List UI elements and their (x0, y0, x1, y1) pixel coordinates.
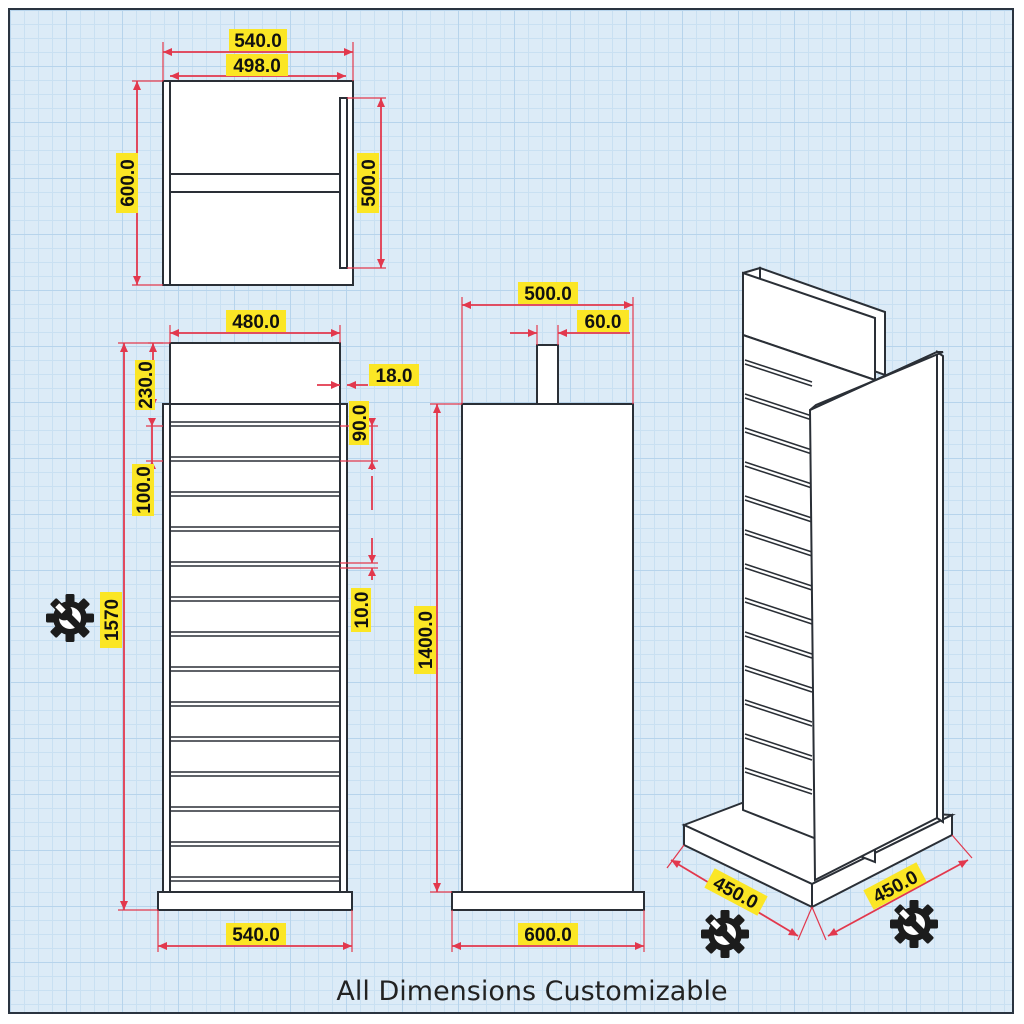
svg-text:500.0: 500.0 (359, 159, 380, 207)
svg-text:600.0: 600.0 (524, 925, 572, 946)
iso-slat-groove (744, 533, 813, 557)
caption: All Dimensions Customizable (336, 976, 727, 1007)
isometric-view: 450.0 450.0 (666, 266, 973, 958)
wrench-gear-icon (890, 900, 938, 948)
svg-text:540.0: 540.0 (232, 925, 280, 946)
iso-slat-groove (744, 665, 813, 689)
svg-text:1570: 1570 (102, 599, 123, 641)
dim-front-panel-thickness: 18.0 (369, 364, 419, 387)
iso-slat-groove (744, 461, 813, 485)
iso-slat-groove (744, 669, 813, 693)
iso-slat-groove (744, 703, 813, 727)
wrench-gear-icon (46, 594, 94, 642)
iso-slat-groove (744, 601, 813, 625)
svg-text:100.0: 100.0 (134, 466, 155, 514)
dim-side-base-width: 600.0 (518, 923, 578, 946)
svg-text:540.0: 540.0 (234, 31, 282, 52)
dim-front-slat-gap: 10.0 (351, 588, 373, 632)
iso-slat-groove (744, 359, 813, 383)
dim-front-header-height: 230.0 (135, 360, 157, 410)
iso-slat-groove (744, 363, 813, 387)
iso-slat-groove (744, 431, 813, 455)
front-slats (170, 421, 340, 882)
wrench-gear-icon (701, 910, 749, 958)
dim-front-slat-gap-top: 100.0 (132, 464, 155, 516)
iso-slat-groove (744, 499, 813, 523)
svg-text:1400.0: 1400.0 (416, 611, 437, 669)
iso-slat-groove (744, 631, 813, 655)
dim-side-width: 500.0 (518, 282, 578, 305)
svg-text:230.0: 230.0 (136, 361, 157, 409)
front-view: 480.0 18.0 230.0 100.0 (46, 310, 419, 952)
iso-slat-groove (744, 397, 813, 421)
iso-slat-groove (744, 737, 813, 761)
dim-top-panel-depth: 500.0 (357, 153, 380, 213)
iso-slat-groove (744, 495, 813, 519)
dim-front-header-width: 480.0 (226, 310, 286, 333)
svg-text:480.0: 480.0 (232, 312, 280, 333)
iso-slat-groove (744, 563, 813, 587)
iso-slat-groove (744, 567, 813, 591)
dim-front-slat-pitch: 90.0 (349, 401, 371, 445)
iso-slat-groove (744, 699, 813, 723)
svg-text:600.0: 600.0 (118, 159, 139, 207)
iso-slats (744, 359, 813, 795)
iso-slat-groove (744, 733, 813, 757)
svg-text:90.0: 90.0 (350, 405, 371, 442)
top-view: 540.0 498.0 600.0 500.0 (116, 29, 386, 286)
iso-slat-groove (744, 427, 813, 451)
iso-slat-groove (744, 465, 813, 489)
svg-text:500.0: 500.0 (524, 284, 572, 305)
iso-slat-groove (744, 529, 813, 553)
dim-top-width-inner: 498.0 (226, 54, 288, 77)
iso-slat-groove (744, 767, 813, 791)
svg-text:60.0: 60.0 (585, 312, 622, 333)
svg-text:18.0: 18.0 (376, 366, 413, 387)
iso-slat-groove (744, 597, 813, 621)
dim-front-base-width: 540.0 (226, 923, 286, 946)
svg-text:10.0: 10.0 (352, 592, 373, 629)
svg-text:498.0: 498.0 (233, 56, 281, 77)
iso-slat-groove (744, 635, 813, 659)
side-view: 500.0 60.0 1400.0 600.0 (414, 282, 645, 952)
dim-side-post-width: 60.0 (577, 310, 629, 333)
iso-slat-groove (744, 771, 813, 795)
dim-front-total-height: 1570 (100, 592, 123, 648)
dim-top-depth: 600.0 (116, 153, 139, 213)
dim-top-width-outer: 540.0 (229, 29, 287, 52)
iso-slat-groove (744, 393, 813, 417)
dim-side-height: 1400.0 (414, 606, 437, 674)
